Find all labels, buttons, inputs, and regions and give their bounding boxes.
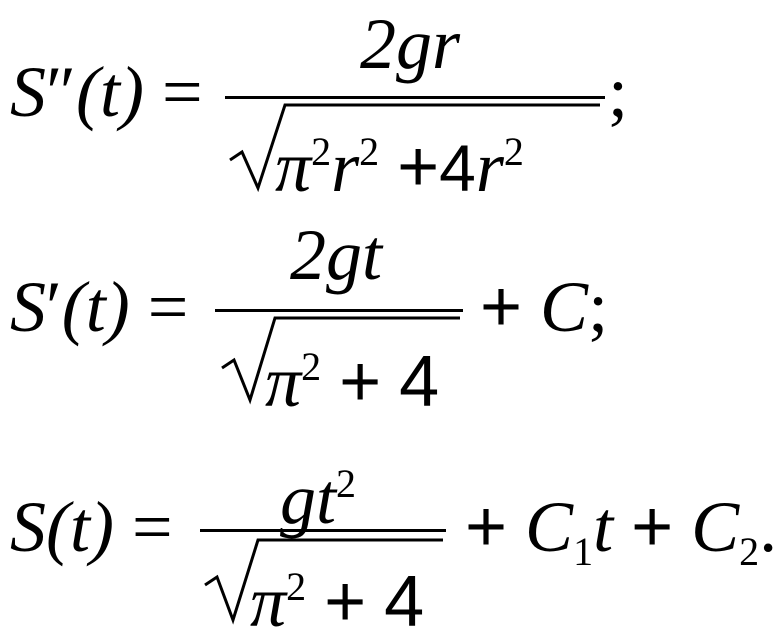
math-token: 2 — [359, 129, 380, 174]
math-token: 2 — [336, 461, 357, 506]
math-token: + — [480, 267, 523, 347]
math-token: 2 — [503, 129, 524, 174]
math-token: ′ — [46, 267, 62, 347]
math-token: S — [10, 487, 46, 567]
math-token: = — [147, 267, 189, 347]
sqrt-icon — [229, 103, 600, 193]
math-token: 2 — [286, 564, 307, 609]
math-token: π — [275, 127, 312, 207]
math-token: r — [331, 127, 360, 207]
math-token: gt — [280, 459, 337, 539]
tail: + C; — [480, 271, 608, 343]
math-token: C — [691, 487, 740, 567]
math-token: + — [397, 127, 440, 207]
numerator: gt2 — [280, 448, 356, 535]
math-token: + — [465, 487, 508, 567]
math-token: ; — [588, 267, 609, 347]
math-token: + — [631, 487, 674, 567]
fraction-bar — [225, 96, 605, 99]
math-token: π — [250, 562, 287, 638]
math-token: (t) — [61, 267, 130, 347]
math-token: 4 — [399, 342, 440, 422]
semicolon: ; — [608, 52, 629, 132]
equals: = — [161, 52, 203, 132]
math-token: 4 — [384, 562, 425, 638]
fraction-bar — [200, 529, 446, 532]
argument: (t) — [76, 52, 144, 132]
sqrt-icon — [221, 316, 460, 405]
numerator: 2gr — [360, 4, 461, 84]
denominator: π2 + 4 — [250, 551, 424, 638]
math-token: 1 — [573, 529, 594, 574]
sqrt-icon — [204, 538, 443, 625]
lhs: S′(t) = — [10, 271, 188, 343]
function-name: S — [10, 52, 46, 132]
math-token: t — [593, 487, 614, 567]
math-token: = — [131, 487, 173, 567]
math-token: 2 — [311, 129, 332, 174]
math-token: π — [265, 342, 302, 422]
math-token: C — [540, 267, 589, 347]
math-token: . — [759, 487, 778, 567]
lhs: S″(t) = — [10, 56, 203, 128]
math-token: 2 — [739, 529, 760, 574]
math-token: C — [525, 487, 574, 567]
math-token: (t) — [46, 487, 114, 567]
denominator: π2r2 +4r2 — [275, 127, 524, 207]
denominator: π2 + 4 — [265, 331, 439, 418]
math-token: + — [339, 342, 382, 422]
lhs: S(t) = — [10, 491, 173, 563]
fraction-bar — [215, 309, 463, 312]
math-token: 2 — [301, 344, 322, 389]
tail: + C1t + C2. — [465, 491, 777, 588]
prime: ″ — [46, 52, 76, 132]
math-token: + — [324, 562, 367, 638]
math-token: S — [10, 267, 46, 347]
numerator: 2gt — [290, 215, 383, 295]
